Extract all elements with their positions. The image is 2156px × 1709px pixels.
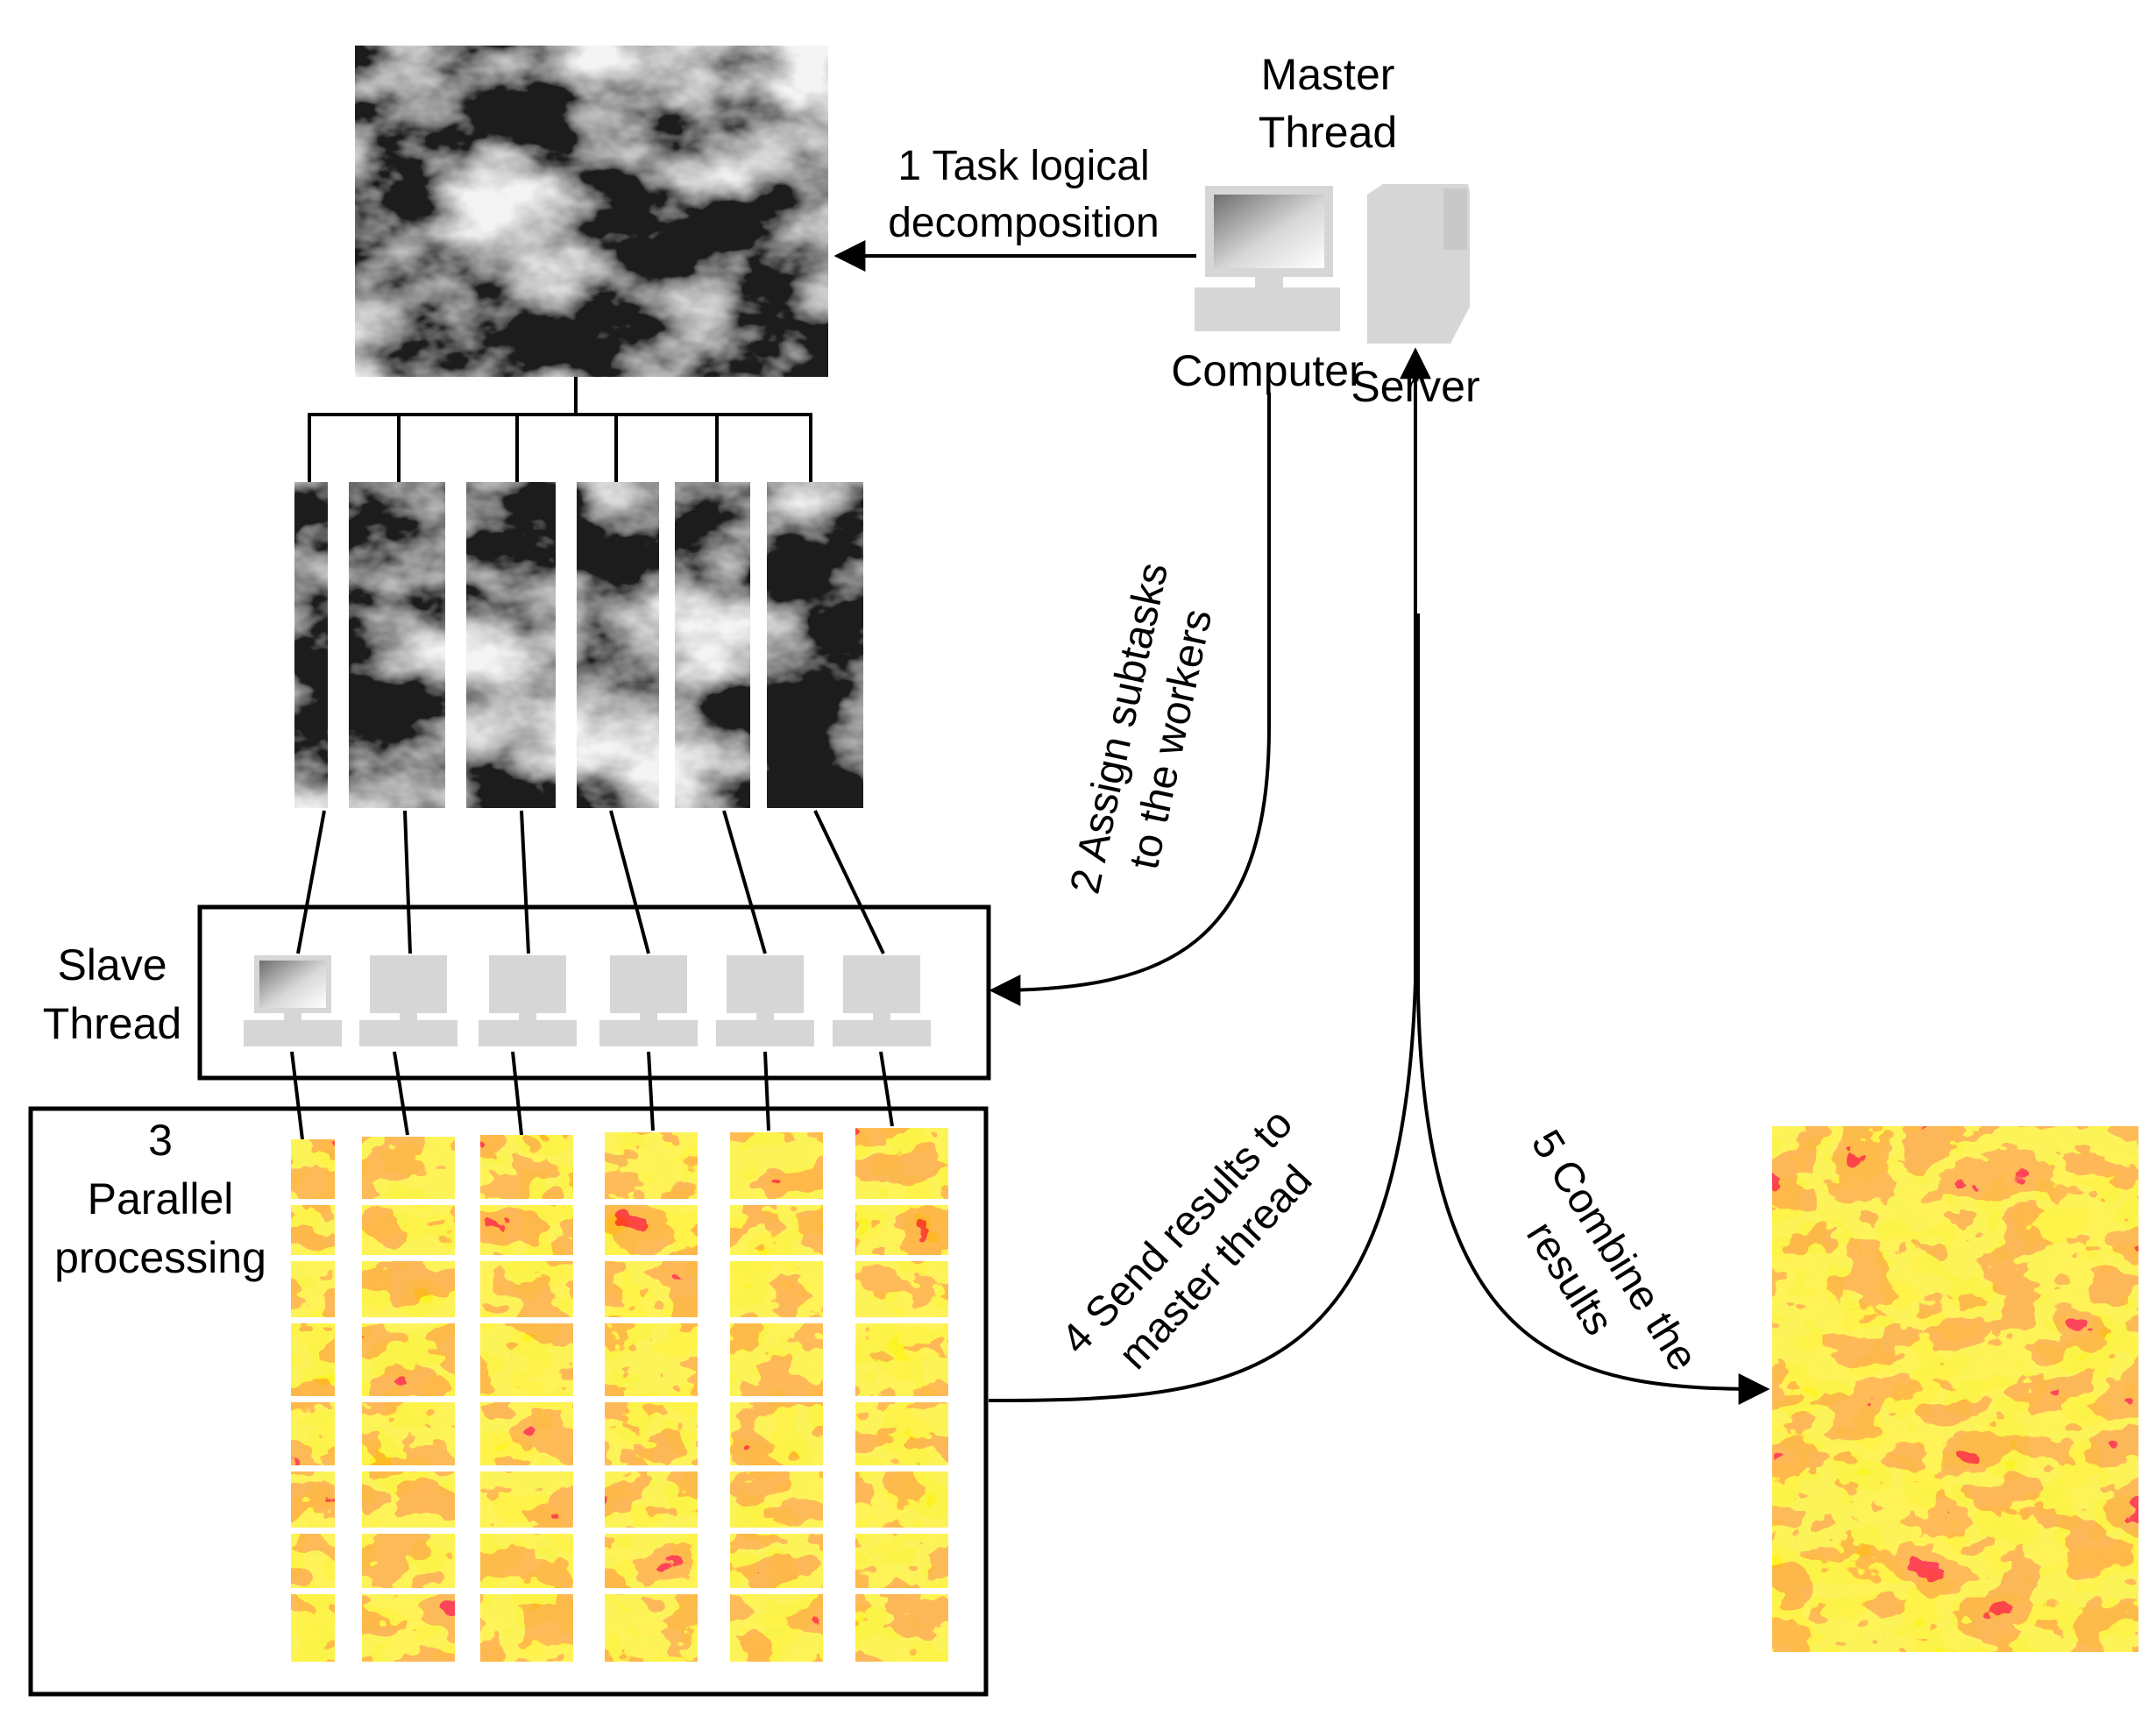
dem-strip bbox=[767, 482, 863, 808]
send-results-arrow bbox=[988, 347, 1431, 1402]
combine-results-arrow bbox=[1416, 613, 1770, 1405]
slave-to-block-lines bbox=[290, 1051, 894, 1140]
slave-thread-label-2: Thread bbox=[43, 999, 181, 1048]
dem-strip bbox=[675, 482, 750, 808]
computer-icon bbox=[716, 955, 814, 1046]
step1-label-line1: 1 Task logical bbox=[897, 143, 1149, 189]
master-thread-title-1: Master bbox=[1261, 50, 1395, 99]
decomposition-tree bbox=[308, 377, 812, 482]
master-thread-title-2: Thread bbox=[1259, 108, 1397, 157]
computer-icon bbox=[1195, 186, 1340, 331]
dem-strip bbox=[349, 482, 445, 808]
processed-column bbox=[855, 1128, 948, 1662]
strip-to-slave-lines bbox=[296, 810, 885, 954]
computer-icon bbox=[599, 955, 698, 1046]
dem-strip bbox=[577, 482, 659, 808]
computer-label: Computer bbox=[1171, 346, 1364, 395]
server-icon bbox=[1367, 184, 1470, 344]
dem-strip bbox=[466, 482, 556, 808]
step3-label-line3: processing bbox=[54, 1233, 266, 1282]
dem-strip bbox=[294, 482, 328, 808]
step3-label-line2: Parallel bbox=[88, 1174, 234, 1223]
computer-icon bbox=[479, 955, 577, 1046]
step3-label-line1: 3 bbox=[148, 1116, 173, 1165]
slave-computers bbox=[244, 955, 931, 1046]
computer-icon bbox=[833, 955, 931, 1046]
step1-label-line2: decomposition bbox=[888, 200, 1160, 246]
source-dem-image bbox=[355, 46, 828, 377]
slave-thread-box bbox=[197, 904, 991, 1081]
processed-block-columns bbox=[285, 1128, 955, 1662]
computer-icon bbox=[359, 955, 457, 1046]
slave-thread-label-1: Slave bbox=[57, 940, 167, 989]
computer-icon bbox=[244, 955, 342, 1046]
assign-subtasks-arrow bbox=[989, 393, 1271, 1006]
parallel-processing-box bbox=[28, 1106, 989, 1697]
dem-strips bbox=[294, 482, 863, 808]
combined-result-image bbox=[1772, 1126, 2138, 1652]
